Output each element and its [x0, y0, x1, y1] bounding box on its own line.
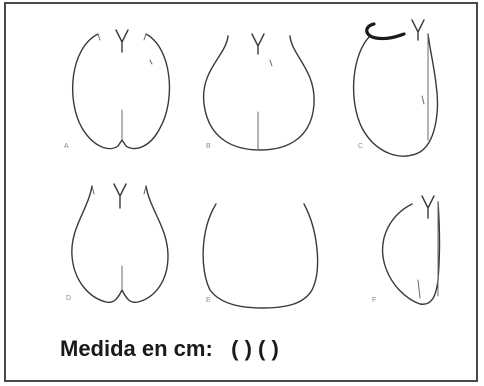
- shape-a: [73, 30, 170, 149]
- shape-b: [204, 34, 315, 150]
- panel-label-d: D: [66, 295, 71, 302]
- panel-label-c: C: [358, 143, 363, 150]
- measurement-caption: Medida en cm: ( ) ( ): [60, 336, 279, 362]
- panel-label-e: E: [206, 297, 211, 304]
- shape-c: [354, 20, 438, 156]
- shape-d: [72, 184, 168, 302]
- shape-e: [203, 204, 317, 308]
- shape-f: [383, 196, 440, 304]
- panel-label-b: B: [206, 143, 211, 150]
- panel-label-a: A: [64, 143, 69, 150]
- panel-label-f: F: [372, 297, 376, 304]
